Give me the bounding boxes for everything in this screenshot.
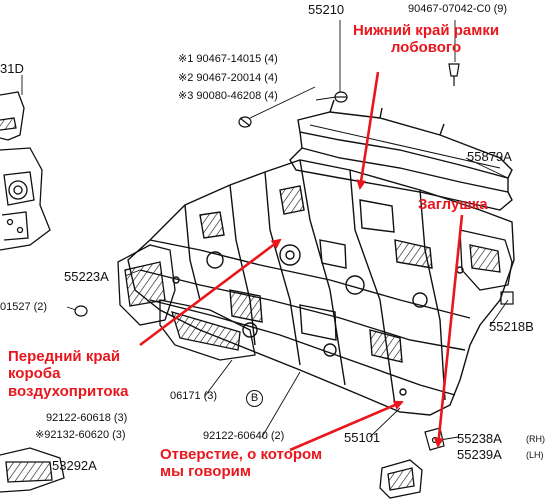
dash-panel-drawing bbox=[127, 159, 515, 416]
annotation-front-edge-line3: воздухопритока bbox=[8, 382, 129, 400]
part-label-55210: 55210 bbox=[308, 2, 345, 17]
part-label-star2: ※2 90467-20014 (4) bbox=[178, 72, 278, 84]
annotation-front-edge: Передний край короба воздухопритока bbox=[8, 348, 128, 400]
part-label-53292a: 53292A bbox=[52, 458, 97, 473]
bottom-right-part-drawing bbox=[379, 459, 423, 499]
part-label-circle-b: B bbox=[246, 390, 263, 407]
insulator-pad-drawing bbox=[117, 244, 256, 361]
arrow-hole bbox=[289, 400, 404, 452]
part-label-06171: 06171 (3) bbox=[170, 390, 218, 402]
bottom-left-part-drawing bbox=[0, 447, 65, 493]
part-label-55239a-side: (LH) bbox=[526, 450, 544, 460]
annotation-arrows bbox=[139, 71, 464, 452]
annotation-front-edge-line2: короба bbox=[8, 365, 61, 383]
annotation-lower-frame-line2: лобового bbox=[390, 39, 462, 57]
annotation-plug: Заглушка bbox=[418, 196, 488, 213]
part-label-55239a: 55239A bbox=[457, 447, 502, 462]
part-label-92122-60640: 92122-60640 (2) bbox=[203, 430, 285, 442]
leader-lines bbox=[21, 20, 509, 441]
part-label-55218b: 55218B bbox=[489, 319, 534, 334]
annotation-lower-frame-line1: Нижний край рамки bbox=[352, 22, 500, 39]
annotation-hole: Отверстие, о котором мы говорим bbox=[160, 446, 322, 481]
annotation-lower-frame: Нижний край рамки лобового bbox=[326, 22, 526, 57]
part-label-92132-60620: ※92132-60620 (3) bbox=[35, 429, 126, 441]
part-label-55238a: 55238A bbox=[457, 431, 502, 446]
part-label-92122-60618: 92122-60618 (3) bbox=[46, 412, 128, 424]
arrow-lower-frame bbox=[356, 71, 380, 190]
arrow-front-edge bbox=[139, 238, 282, 347]
part-label-star3: ※3 90080-46208 (4) bbox=[178, 90, 278, 102]
part-label-55223a: 55223A bbox=[64, 269, 109, 284]
part-label-01527: 01527 (2) bbox=[0, 301, 48, 313]
annotation-hole-line2: мы говорим bbox=[160, 463, 251, 481]
part-label-55101: 55101 bbox=[344, 430, 381, 445]
part-label-55238a-side: (RH) bbox=[526, 434, 545, 444]
arrow-plug bbox=[433, 214, 464, 448]
cowl-panel-drawing bbox=[459, 229, 513, 291]
part-label-90467-07042: 90467-07042-C0 (9) bbox=[408, 3, 508, 15]
left-assembly-drawing bbox=[0, 91, 51, 251]
part-label-31d: 31D bbox=[0, 61, 24, 76]
part-label-55879a: 55879A bbox=[467, 149, 512, 164]
part-label-star1: ※1 90467-14015 (4) bbox=[178, 53, 278, 65]
annotation-front-edge-line1: Передний край bbox=[8, 348, 121, 365]
bolt-symbols bbox=[74, 63, 514, 451]
annotation-hole-line1: Отверстие, о котором bbox=[160, 446, 323, 463]
